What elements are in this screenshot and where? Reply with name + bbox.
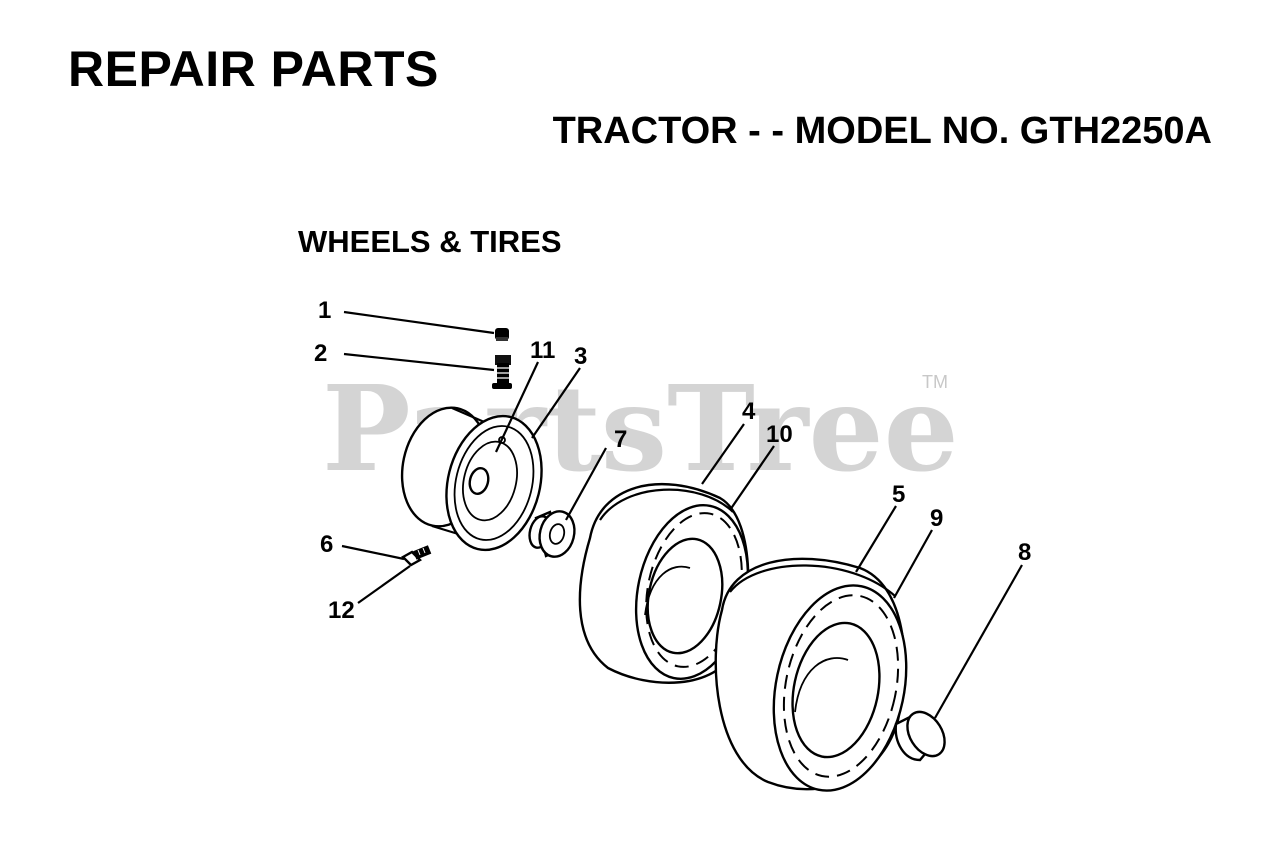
- callout-2: 2: [314, 340, 327, 367]
- callout-4: 4: [742, 398, 756, 425]
- callout-8: 8: [1018, 539, 1031, 566]
- valve-cap[interactable]: [495, 328, 509, 341]
- model-subtitle: TRACTOR - - MODEL NO. GTH2250A: [552, 110, 1212, 152]
- rear-tire[interactable]: [714, 557, 924, 803]
- callout-1: 1: [318, 297, 331, 324]
- lug-bolt[interactable]: [401, 545, 432, 567]
- leader-lines: [341, 310, 1023, 719]
- callout-3: 3: [574, 343, 587, 370]
- callout-7: 7: [614, 426, 627, 453]
- watermark-trademark: TM: [922, 372, 948, 392]
- callout-12: 12: [328, 597, 355, 624]
- page-title: REPAIR PARTS: [68, 41, 439, 97]
- callout-9: 9: [930, 505, 943, 532]
- axle-cap[interactable]: [894, 705, 953, 763]
- section-title: WHEELS & TIRES: [298, 224, 562, 259]
- valve-stem[interactable]: [492, 355, 512, 389]
- callout-5: 5: [892, 481, 905, 508]
- callout-11: 11: [530, 337, 555, 364]
- callout-6: 6: [320, 531, 333, 558]
- callout-10: 10: [766, 421, 793, 448]
- bushing[interactable]: [526, 508, 579, 561]
- rim-assembly[interactable]: [391, 400, 555, 561]
